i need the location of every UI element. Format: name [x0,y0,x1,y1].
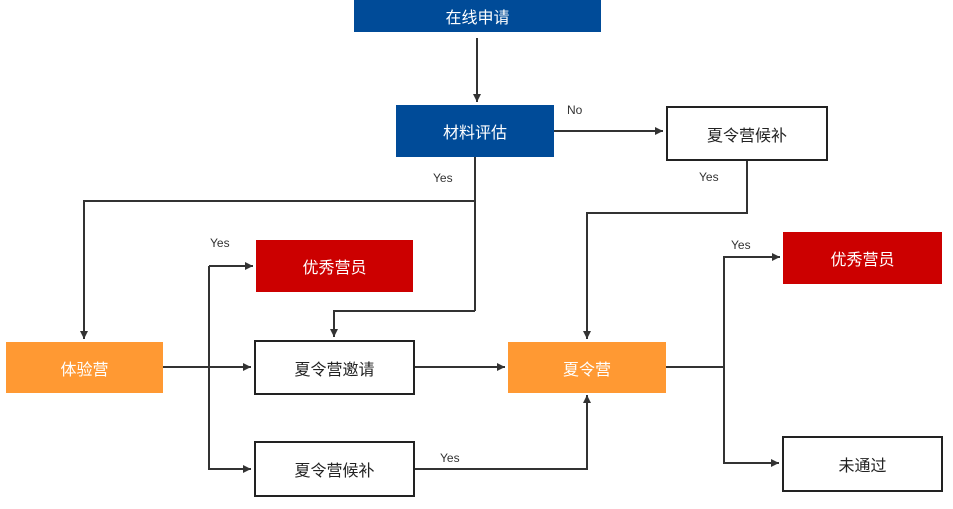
node-waitlist-top: 夏令营候补 [666,106,828,161]
edge-camp-to-failed [723,367,779,467]
node-excellent-mid: 优秀营员 [256,240,413,292]
edge-waitlist-top-to-camp [583,160,748,339]
label-eval-no: No [567,103,583,117]
label-camp-yes: Yes [731,238,751,252]
node-trial-camp: 体验营 [6,342,163,393]
node-summer-camp: 夏令营 [508,342,666,393]
label-waitlist-bottom-yes: Yes [440,451,460,465]
edge-camp-to-excellent [723,253,780,367]
node-excellent-right: 优秀营员 [783,232,942,284]
node-failed: 未通过 [782,436,943,492]
edge-trial-to-waitlist-bottom [208,367,251,473]
edge-waitlist-bottom-to-camp [414,395,591,470]
edge-eval-to-trial [80,200,475,339]
edge-eval-to-invite [330,310,475,337]
label-trial-yes: Yes [210,236,230,250]
node-online-apply: 在线申请 [354,0,601,32]
label-waitlist-top-yes: Yes [699,170,719,184]
label-eval-yes: Yes [433,171,453,185]
node-invite: 夏令营邀请 [254,340,415,395]
node-material-eval: 材料评估 [396,105,554,157]
node-waitlist-bottom: 夏令营候补 [254,441,415,497]
